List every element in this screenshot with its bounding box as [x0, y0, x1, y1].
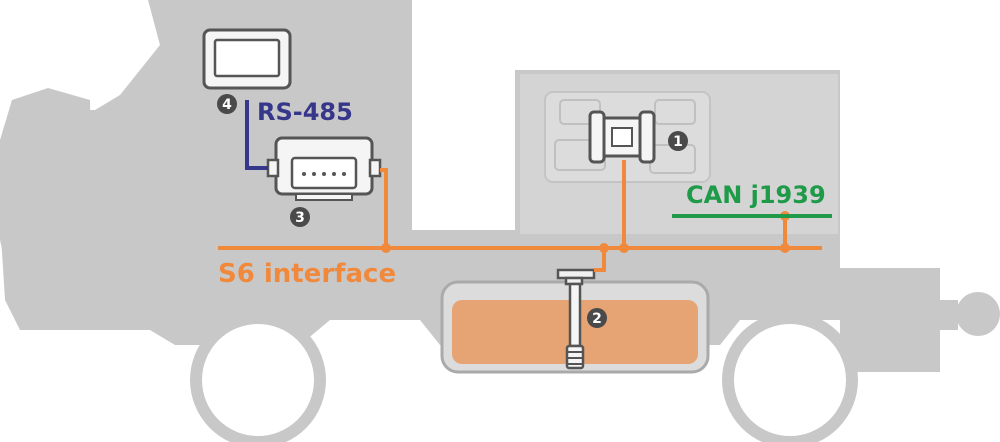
can-label: CAN j1939 — [686, 181, 826, 209]
marker-2: 2 — [587, 308, 607, 328]
marker-1: 1 — [668, 131, 688, 151]
marker-3: 3 — [290, 207, 310, 227]
fuel-level-sensor — [556, 268, 596, 370]
s6-junction-2 — [599, 243, 609, 253]
svg-text:1: 1 — [673, 134, 683, 150]
s6-junction-1 — [381, 243, 391, 253]
svg-text:2: 2 — [592, 311, 602, 327]
rear-bumper — [956, 292, 1000, 336]
telematics-unit — [266, 136, 382, 201]
front-plow — [0, 88, 92, 300]
front-wheel-hub — [218, 340, 298, 420]
flow-meter-device — [588, 110, 656, 164]
marker-4: 4 — [217, 94, 237, 114]
s6-bus — [218, 160, 822, 272]
svg-text:3: 3 — [295, 210, 305, 226]
display-terminal — [202, 28, 292, 90]
rear-wheel-hub — [750, 340, 830, 420]
rs485-link — [245, 100, 268, 170]
s6-interface-label: S6 interface — [218, 259, 396, 289]
s6-junction-4 — [780, 243, 790, 253]
svg-text:4: 4 — [222, 97, 232, 113]
s6-junction-3 — [619, 243, 629, 253]
rs485-label: RS-485 — [257, 98, 353, 126]
